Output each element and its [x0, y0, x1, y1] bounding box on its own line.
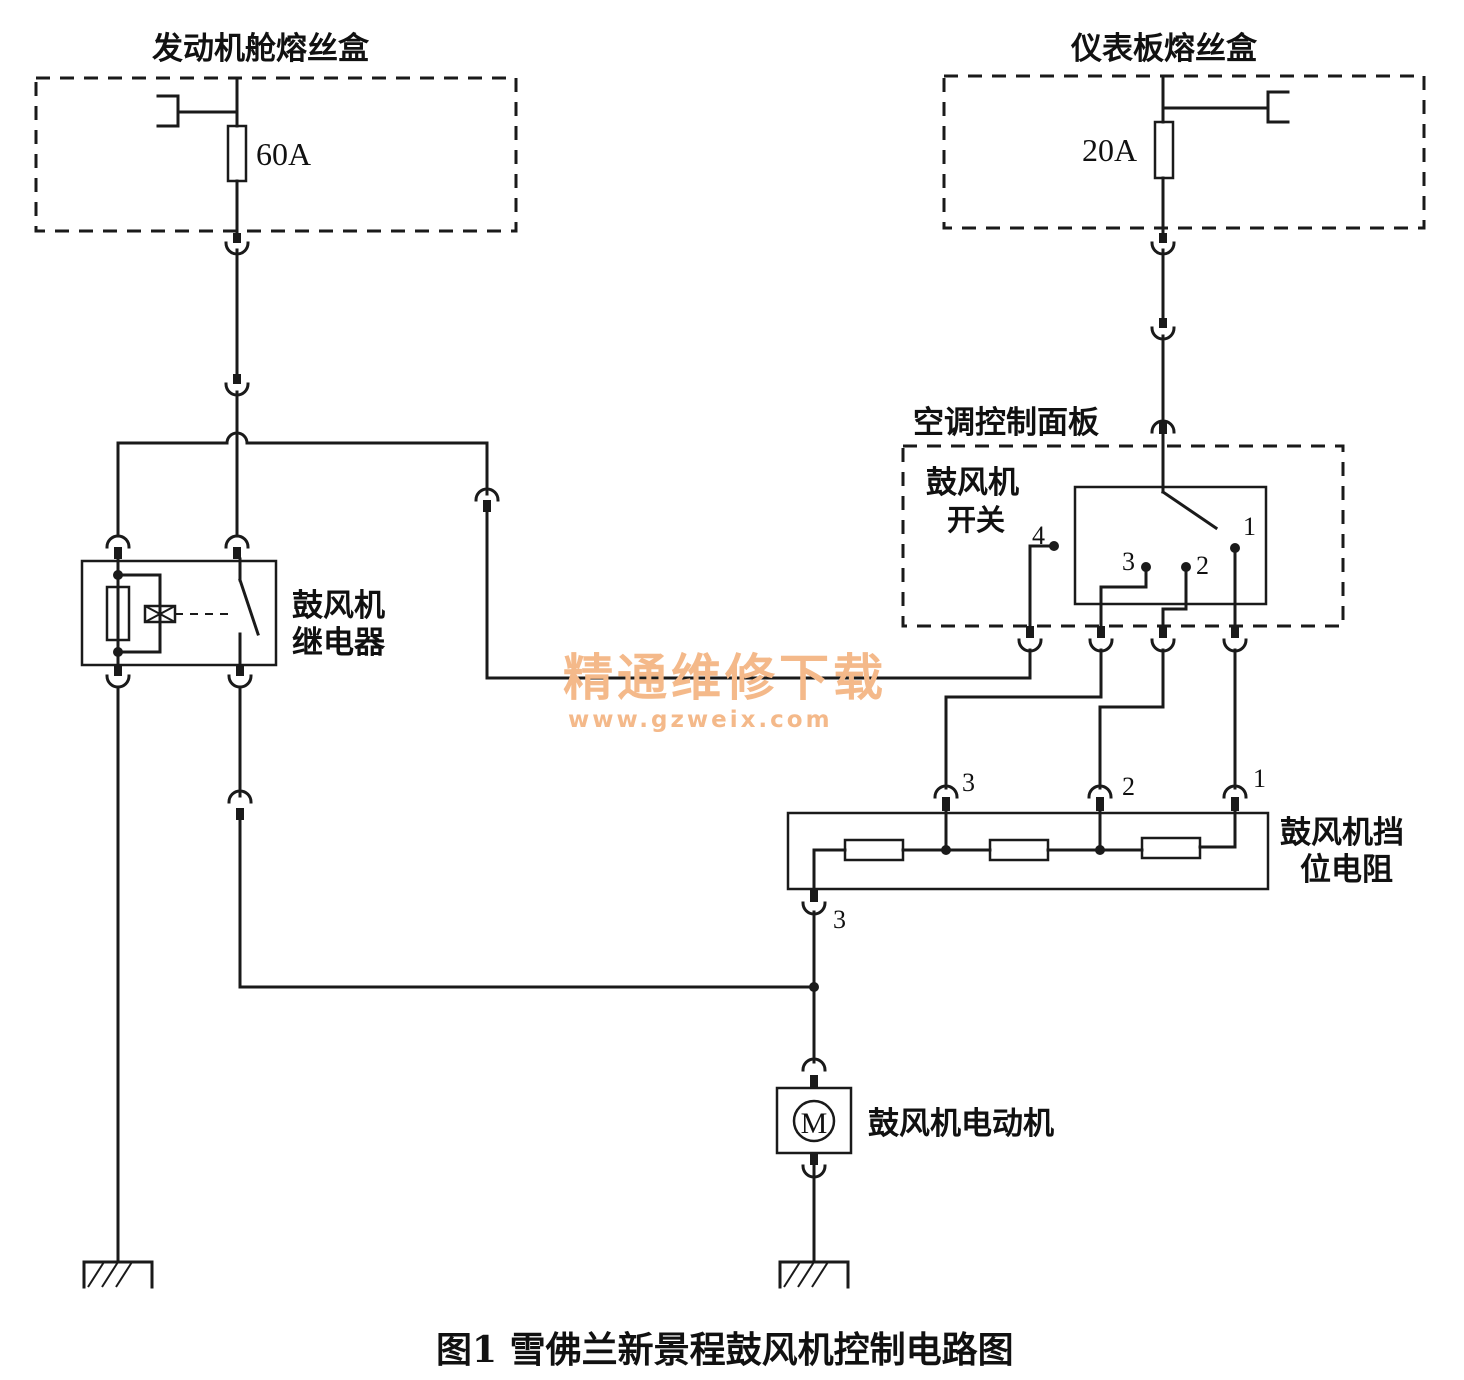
blower-relay: [80, 557, 278, 667]
watermark-text: 精通维修下载: [563, 649, 887, 707]
fuse-20a-label: 20A: [1082, 132, 1137, 168]
pin-label: 2: [1196, 551, 1209, 580]
blower-motor: [775, 1086, 853, 1155]
connector: [933, 784, 959, 811]
figure-caption: 图1 雪佛兰新景程鼓风机控制电路图: [436, 1329, 1014, 1371]
connectors: [105, 233, 1248, 1179]
junction-dot: [809, 982, 819, 992]
blower-switch-box: [1073, 485, 1268, 606]
blower-switch-label: 鼓风机: [926, 465, 1019, 501]
pin-label: 3: [1122, 547, 1135, 576]
connector: [227, 789, 253, 820]
ground-symbol: [82, 1260, 154, 1289]
fuse-60a-label: 60A: [256, 136, 311, 172]
resistor-element: [1140, 836, 1202, 860]
ip-fuse-box: [942, 74, 1426, 238]
wiring: [116, 248, 1237, 1264]
connector: [801, 1057, 827, 1087]
blower-resistor: [786, 809, 1270, 892]
connector: [474, 487, 500, 512]
blower-relay-label: 鼓风机: [292, 588, 385, 624]
connector: [1150, 318, 1176, 341]
pin-label: 3: [833, 905, 846, 934]
motor-symbol: M: [801, 1107, 828, 1140]
connector: [1222, 626, 1248, 653]
connector: [105, 534, 131, 559]
ac-control-panel: [901, 432, 1345, 628]
blower-resistor-label: 位电阻: [1300, 852, 1393, 888]
connector: [1150, 419, 1176, 434]
blower-resistor-label: 鼓风机挡: [1280, 815, 1404, 851]
connector: [227, 664, 253, 689]
resistor-element: [843, 838, 905, 862]
connector: [801, 890, 827, 916]
connector: [801, 1153, 827, 1179]
blower-motor-label: 鼓风机电动机: [868, 1106, 1054, 1142]
connector: [1017, 626, 1043, 653]
watermark: 精通维修下载 www.gzweix.com: [563, 649, 887, 733]
resistor-element: [988, 838, 1050, 862]
blower-relay-label: 继电器: [292, 625, 386, 661]
ground-symbol: [778, 1260, 850, 1289]
engine-fuse-box: [34, 76, 518, 238]
pin-label: 1: [1253, 764, 1266, 793]
pin-label: 4: [1032, 521, 1045, 550]
watermark-url: www.gzweix.com: [568, 707, 833, 733]
connector: [1150, 626, 1176, 653]
fuse-20a: [1153, 120, 1175, 180]
pin-label: 1: [1243, 512, 1256, 541]
ac-panel-label: 空调控制面板: [913, 405, 1099, 441]
blower-switch-label: 开关: [947, 503, 1005, 537]
connector: [105, 664, 131, 689]
connector: [1222, 784, 1248, 811]
pin-label: 2: [1122, 772, 1135, 801]
connector: [1088, 626, 1114, 653]
connector: [1150, 233, 1176, 256]
relay-coil: [105, 585, 131, 642]
pin-label: 3: [962, 768, 975, 797]
connector: [224, 374, 250, 397]
engine-fuse-box-label: 发动机舱熔丝盒: [151, 31, 370, 67]
connector: [224, 233, 250, 256]
connector: [224, 534, 250, 559]
fuse-60a: [226, 124, 248, 183]
ip-fuse-box-label: 仪表板熔丝盒: [1070, 31, 1258, 67]
connector: [1087, 784, 1113, 811]
